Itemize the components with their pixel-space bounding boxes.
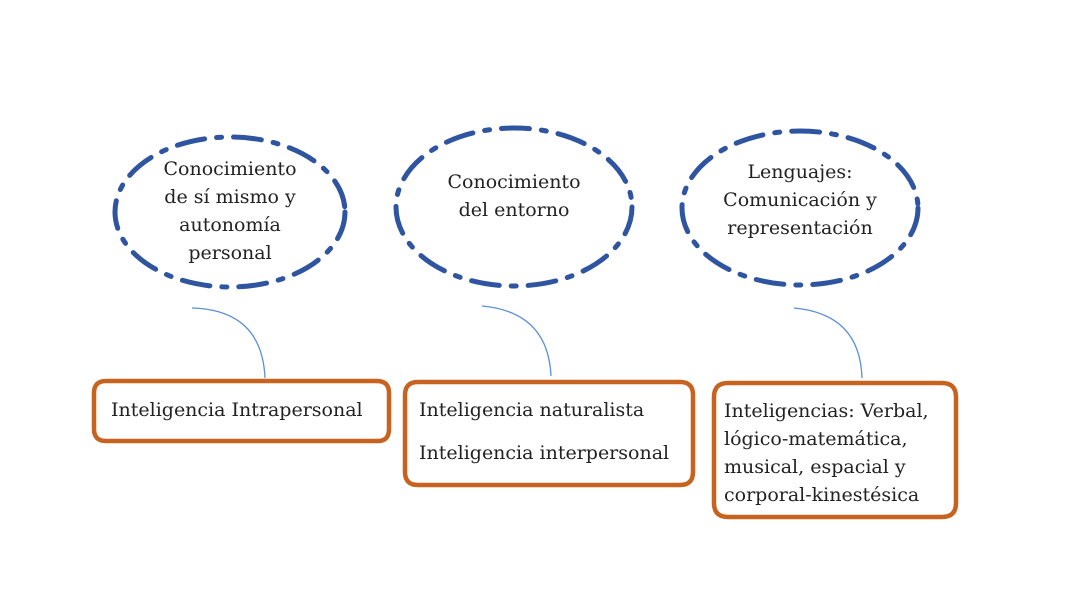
area-3-label-line: Lenguajes: [747, 161, 853, 183]
area-3-box [711, 380, 959, 520]
area-2-intelligences: Inteligencia naturalista Inteligencia in… [419, 397, 669, 466]
area-3-ellipse [679, 128, 921, 288]
area-1-label-line: Conocimiento [163, 158, 297, 180]
area-2-ellipse [393, 125, 635, 289]
connector-1 [191, 307, 266, 379]
area-2-box [402, 379, 696, 488]
area-2-label: Conocimiento del entorno [424, 168, 604, 224]
area-3-intelligences: Inteligencias: Verbal, lógico-matemática… [724, 397, 929, 509]
intelligence-line: corporal-kinestésica [724, 484, 920, 506]
intelligence-line: musical, espacial y [724, 456, 906, 478]
area-1-box [91, 378, 392, 444]
connector-3 [793, 307, 863, 379]
intelligence-item: Inteligencia naturalista [419, 399, 645, 421]
intelligence-line: Inteligencias: Verbal, [724, 400, 929, 422]
area-1-label: Conocimiento de sí mismo y autonomía per… [140, 155, 320, 267]
area-3-label: Lenguajes: Comunicación y representación [700, 158, 900, 242]
area-3-label-line: Comunicación y [723, 189, 877, 211]
area-1-label-line: autonomía [179, 214, 281, 236]
area-1-intelligences: Inteligencia Intrapersonal [111, 397, 363, 423]
area-2-label-line: del entorno [458, 199, 570, 221]
area-1-label-line: de sí mismo y [164, 186, 296, 208]
connector-2 [481, 305, 552, 377]
intelligence-item: Inteligencia Intrapersonal [111, 399, 363, 421]
intelligence-line: lógico-matemática, [724, 428, 908, 450]
area-1-label-line: personal [188, 242, 272, 264]
area-1-ellipse [112, 134, 348, 290]
intelligence-item: Inteligencia interpersonal [419, 442, 670, 464]
area-3-label-line: representación [727, 217, 873, 239]
area-2-label-line: Conocimiento [447, 171, 581, 193]
